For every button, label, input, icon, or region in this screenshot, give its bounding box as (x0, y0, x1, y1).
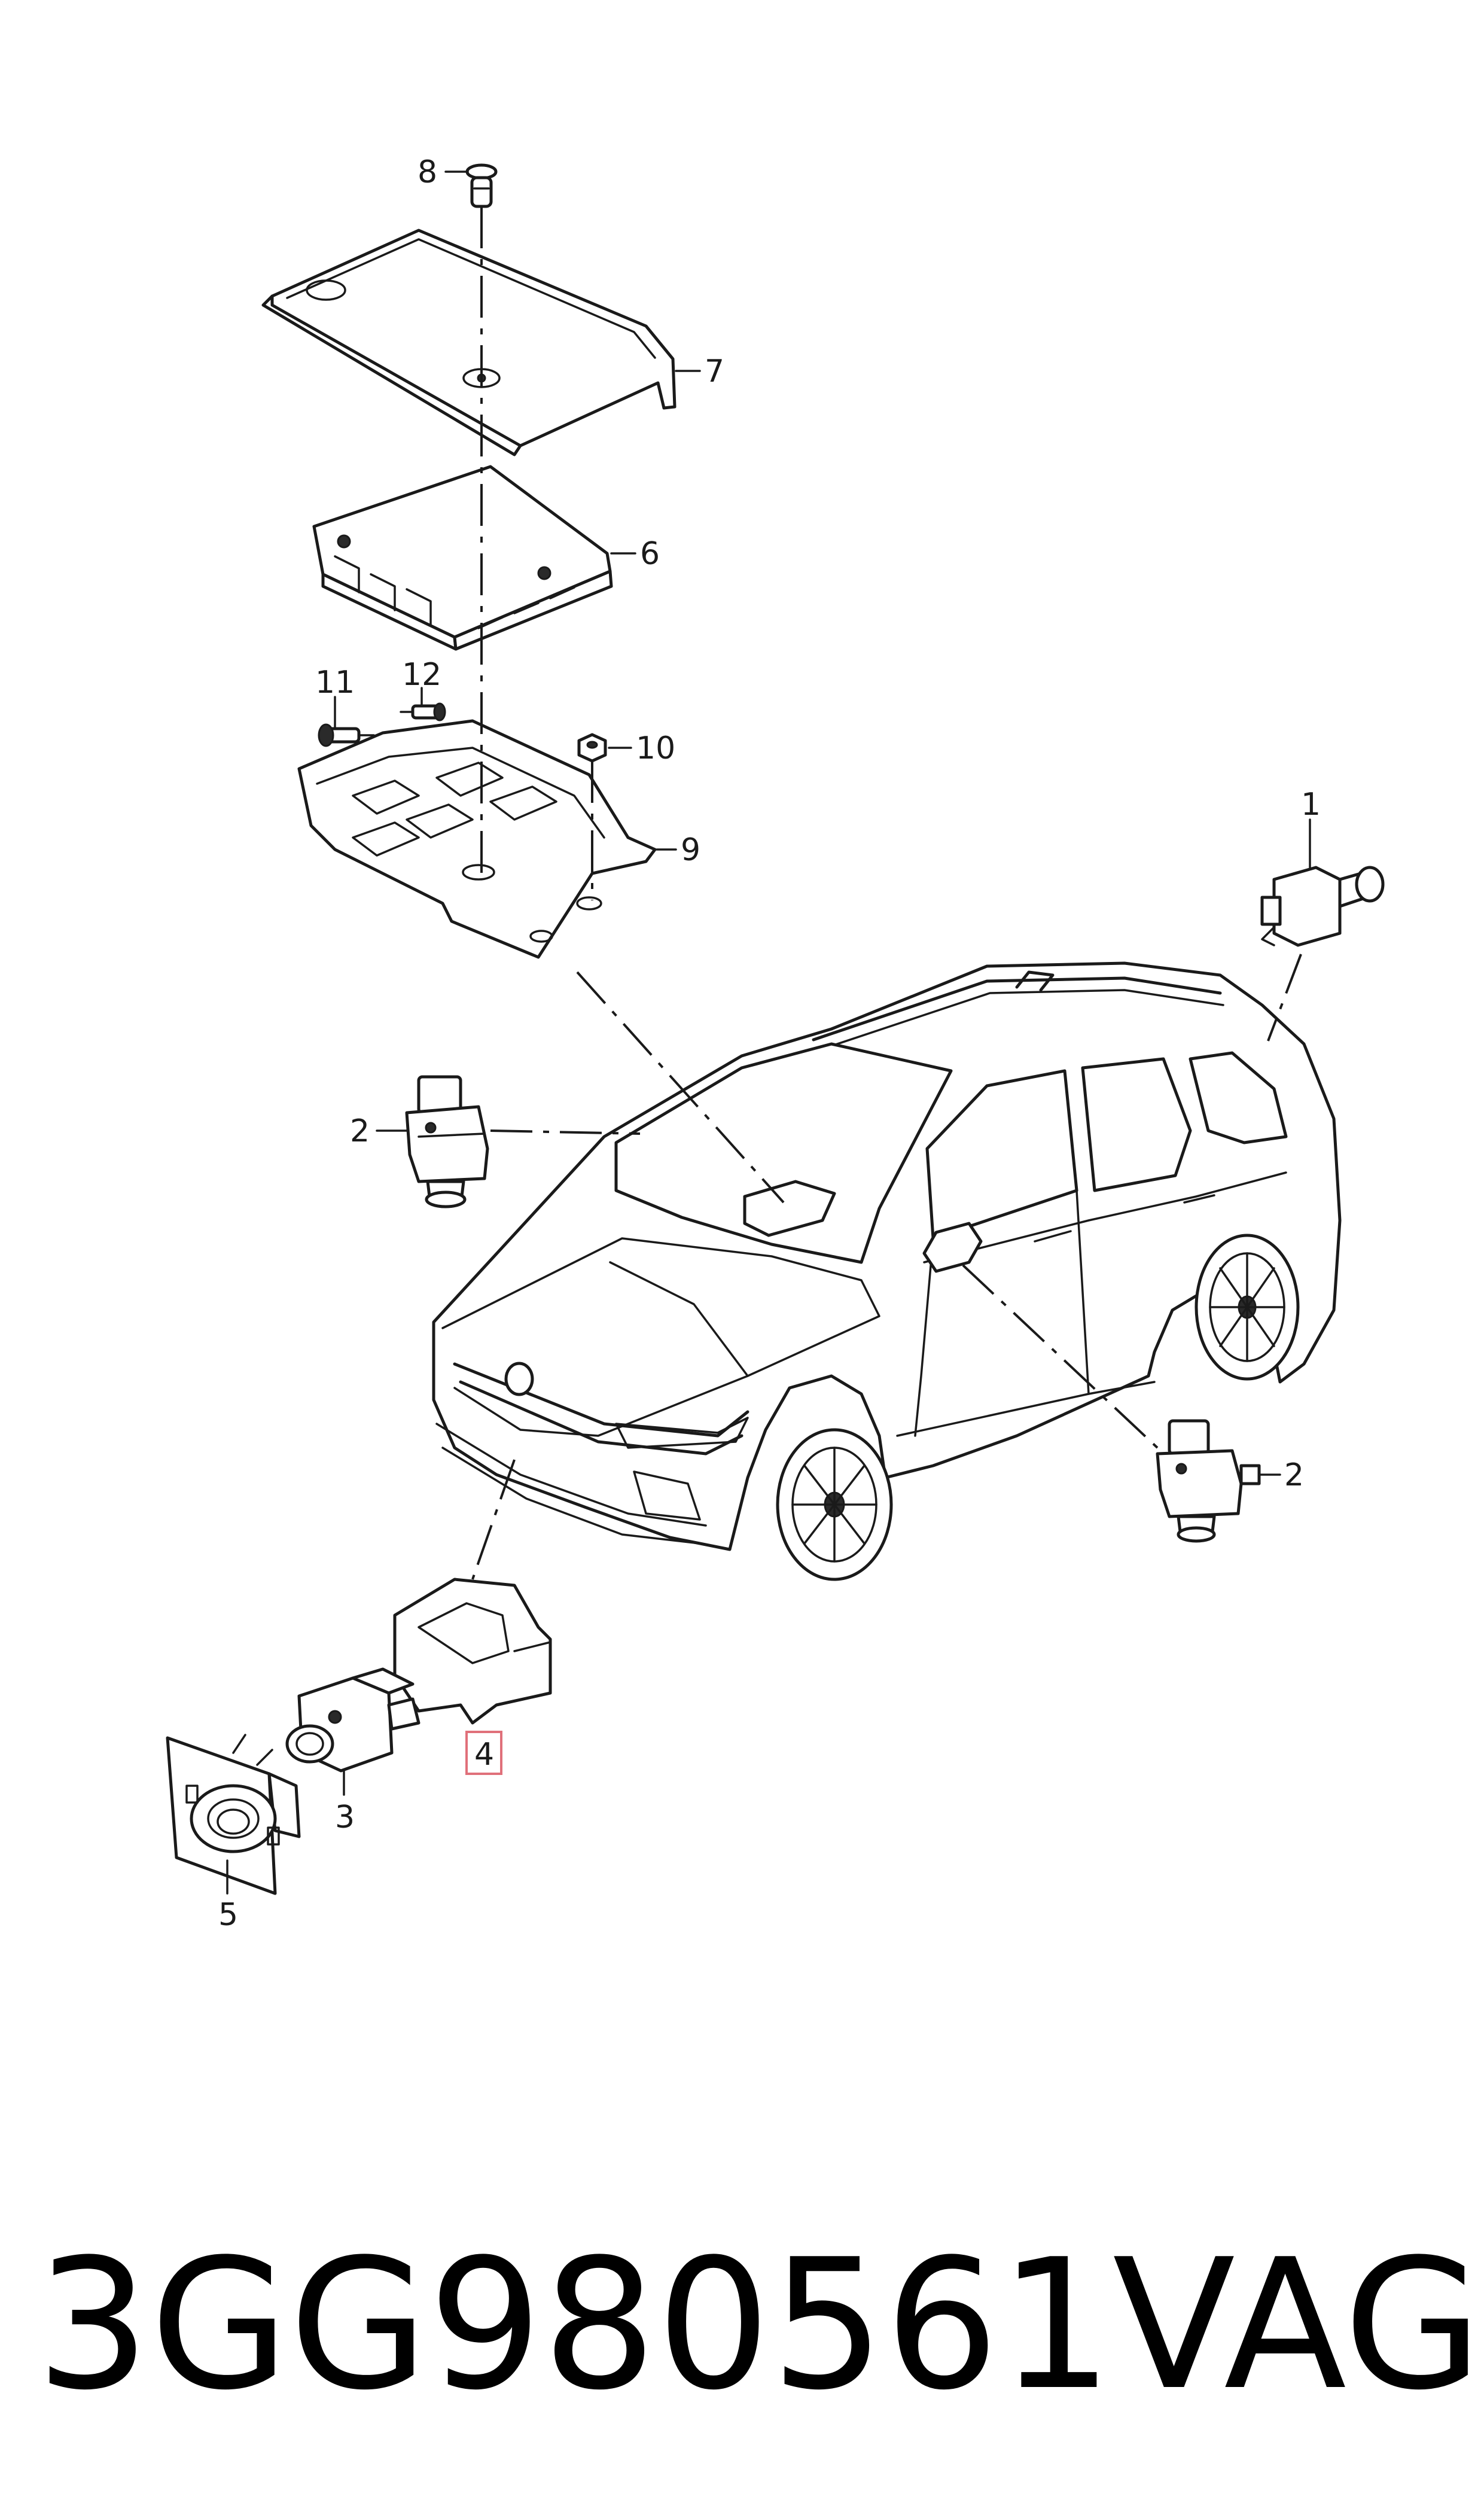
callout-8: 8 (418, 154, 437, 190)
callout-1: 1 (1301, 787, 1321, 823)
part-1-sensor (1260, 866, 1385, 947)
callout-7: 7 (705, 354, 724, 389)
callout-2-left: 2 (350, 1113, 370, 1149)
part-5-sensor-mount (166, 1734, 301, 1895)
part-12-screw (400, 702, 446, 721)
callout-12: 12 (402, 657, 441, 693)
brand-label: VAG (1113, 2221, 1482, 2429)
callout-5: 5 (218, 1897, 238, 1933)
part-8-rivet (465, 163, 498, 208)
callout-3: 3 (335, 1800, 355, 1835)
part-7-cover (261, 229, 677, 456)
part-11-screw (318, 723, 375, 747)
leader-lines (471, 206, 1302, 1580)
part-4-sensor-holder (393, 1578, 552, 1725)
part-9-bracket (297, 719, 657, 959)
part-number: 3GG980561 (36, 2221, 1113, 2429)
part-3-parking-sensor (285, 1667, 420, 1773)
part-2-sensor-right (1156, 1419, 1261, 1543)
callout-9: 9 (681, 832, 700, 868)
part-10-nut (577, 733, 607, 763)
part-2-sensor-left (405, 1075, 489, 1208)
callout-10: 10 (636, 730, 675, 766)
callout-2-right: 2 (1284, 1457, 1304, 1493)
part-6-control-module (312, 465, 613, 651)
vehicle-outline (432, 961, 1342, 1581)
callout-labels: 8 7 6 11 12 10 9 1 2 2 3 5 4 (218, 154, 1321, 1933)
callout-6: 6 (640, 536, 660, 572)
callout-11: 11 (315, 665, 355, 701)
callout-4-highlight-box (465, 1731, 502, 1775)
callout-4: 4 (474, 1737, 494, 1773)
callout-leaders (226, 170, 1311, 1895)
